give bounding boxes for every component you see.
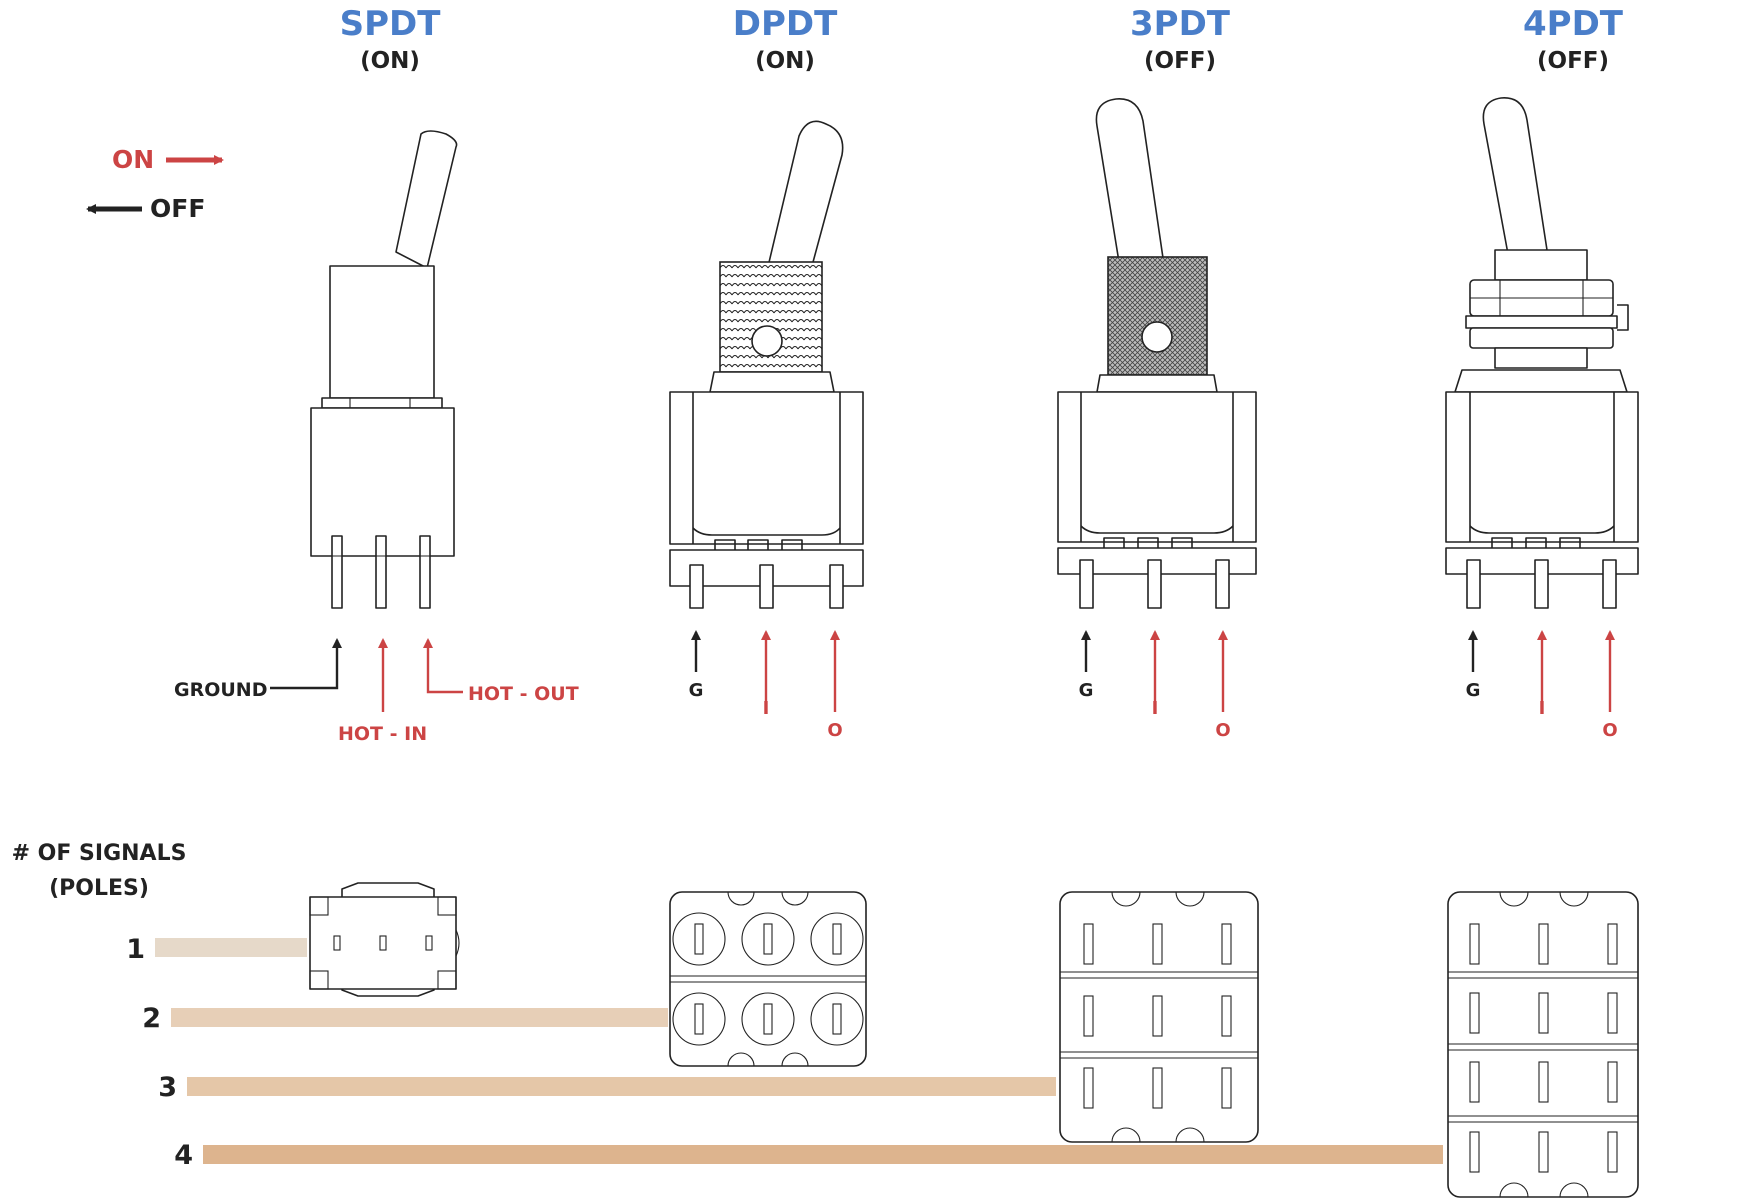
pole-number: 1 xyxy=(126,934,145,965)
spdt-bottom-view xyxy=(309,882,460,997)
3pdt-bottom-view xyxy=(1059,891,1259,1143)
switch-title: 3PDT xyxy=(1130,4,1231,44)
o-label: O xyxy=(1602,720,1617,741)
switch-state: (ON) xyxy=(755,48,815,74)
switch-title: DPDT xyxy=(733,4,838,44)
pole-number: 3 xyxy=(158,1072,177,1103)
title-group: SPDT (ON) DPDT (ON) 3PDT (OFF) 4PDT (OFF… xyxy=(340,4,1624,74)
off-label: OFF xyxy=(150,194,205,223)
i-label: I xyxy=(763,698,770,719)
3pdt-pin-labels: G I O xyxy=(1079,630,1231,741)
poles-heading: # OF SIGNALS (POLES) xyxy=(12,841,187,901)
poles-heading-line1: # OF SIGNALS xyxy=(12,841,187,866)
g-label: G xyxy=(1466,680,1481,701)
3pdt-switch-drawing xyxy=(1057,98,1257,609)
switch-state: (OFF) xyxy=(1537,48,1609,74)
g-label: G xyxy=(1079,680,1094,701)
i-label: I xyxy=(1152,698,1159,719)
o-label: O xyxy=(1215,720,1230,741)
spdt-pin-labels: GROUND HOT - IN HOT - OUT xyxy=(174,638,579,745)
hot-out-arrow-icon xyxy=(423,638,463,694)
pole-bars: 1 2 3 4 xyxy=(126,934,1443,1171)
switch-title: SPDT xyxy=(340,4,442,44)
switch-state: (OFF) xyxy=(1144,48,1216,74)
spdt-switch-drawing xyxy=(310,130,458,609)
pole-bar-3 xyxy=(187,1077,1056,1096)
hot-out-label: HOT - OUT xyxy=(468,683,579,705)
switch-state: (ON) xyxy=(360,48,420,74)
pole-number: 2 xyxy=(142,1003,161,1034)
4pdt-bottom-view xyxy=(1447,891,1639,1198)
ground-label: GROUND xyxy=(174,679,267,701)
4pdt-switch-drawing xyxy=(1445,97,1639,609)
pole-number: 4 xyxy=(174,1140,193,1171)
hot-in-label: HOT - IN xyxy=(338,723,427,745)
4pdt-pin-labels: G I O xyxy=(1466,630,1618,741)
poles-heading-line2: (POLES) xyxy=(49,876,149,901)
switch-title: 4PDT xyxy=(1523,4,1624,44)
g-label: G xyxy=(689,680,704,701)
dpdt-bottom-view xyxy=(669,891,867,1067)
dpdt-switch-drawing xyxy=(669,120,864,609)
i-label: I xyxy=(1539,698,1546,719)
ground-arrow-icon xyxy=(270,638,342,690)
pole-bar-4 xyxy=(203,1145,1443,1164)
on-off-legend: ON OFF xyxy=(86,145,224,223)
dpdt-pin-labels: G I O xyxy=(689,630,843,741)
o-label: O xyxy=(827,720,842,741)
pole-bar-1 xyxy=(155,938,307,957)
on-label: ON xyxy=(112,145,154,174)
pole-bar-2 xyxy=(171,1008,668,1027)
